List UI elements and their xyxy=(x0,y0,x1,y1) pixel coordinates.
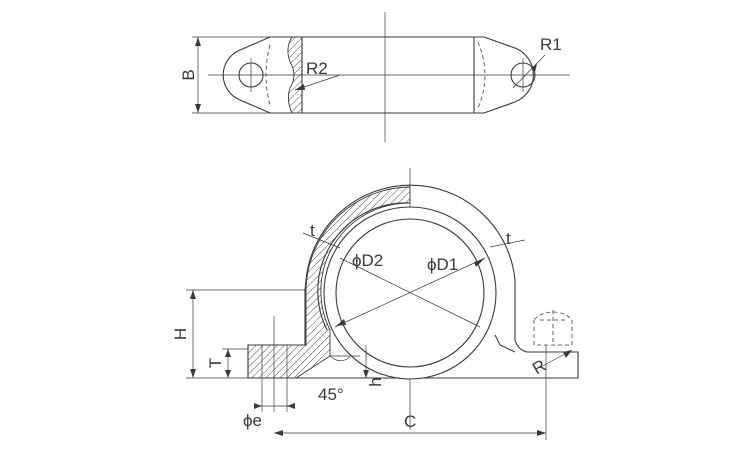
c-label: C xyxy=(404,412,416,431)
h-small-arrow xyxy=(363,370,369,378)
angle-arc xyxy=(329,355,351,362)
top-hatched-section xyxy=(287,36,303,114)
d2-diameter-line xyxy=(339,257,481,328)
r1-label: R1 xyxy=(540,35,562,54)
front-housing-outline xyxy=(247,184,579,379)
t-left-label: t xyxy=(310,221,315,240)
h-label: H xyxy=(171,328,190,340)
top-view: B R2 R1 xyxy=(179,12,570,142)
phi-e-label: ϕe xyxy=(243,411,262,430)
front-bore-fill xyxy=(324,207,496,379)
d1-arrow-left xyxy=(336,319,346,326)
r2-arrow xyxy=(295,84,305,90)
h-arrow-bottom xyxy=(190,369,196,378)
top-hidden-curve-left xyxy=(265,44,271,106)
b-arrow-bottom xyxy=(195,104,201,113)
front-right-leg xyxy=(494,334,516,353)
front-view: ϕD2 ϕD1 t t H T ϕe 45 xyxy=(171,168,579,440)
t-cap-arrow-top xyxy=(225,349,231,357)
t-right-label: t xyxy=(506,229,511,248)
h-small-label: h xyxy=(366,377,385,386)
front-bolt-hidden xyxy=(533,311,573,346)
c-arrow-right xyxy=(537,430,546,436)
angle-label: 45° xyxy=(318,385,344,404)
front-bore-d2 xyxy=(323,206,497,380)
d2-label: ϕD2 xyxy=(352,251,383,270)
r-arrow xyxy=(563,350,572,358)
d1-label: ϕD1 xyxy=(427,255,458,274)
t-left-leader xyxy=(302,232,341,249)
front-inner-arch xyxy=(317,202,411,331)
front-bore-d1 xyxy=(335,218,485,368)
r1-leader xyxy=(512,54,546,89)
b-arrow-top xyxy=(195,37,201,46)
phi-e-arrow-left xyxy=(254,403,262,409)
front-hatched-wall xyxy=(247,186,411,379)
d1-arrow-right xyxy=(474,259,484,267)
phi-e-arrow-right xyxy=(287,403,295,409)
t-cap-label: T xyxy=(206,358,225,368)
c-arrow-left xyxy=(274,430,283,436)
b-label: B xyxy=(179,69,198,80)
top-body-outline xyxy=(222,36,534,114)
r2-label: R2 xyxy=(306,59,328,78)
t-right-leader xyxy=(489,239,526,248)
h-arrow-top xyxy=(190,290,196,299)
r1-arrow xyxy=(531,64,537,72)
t-cap-arrow-bottom xyxy=(225,370,231,378)
